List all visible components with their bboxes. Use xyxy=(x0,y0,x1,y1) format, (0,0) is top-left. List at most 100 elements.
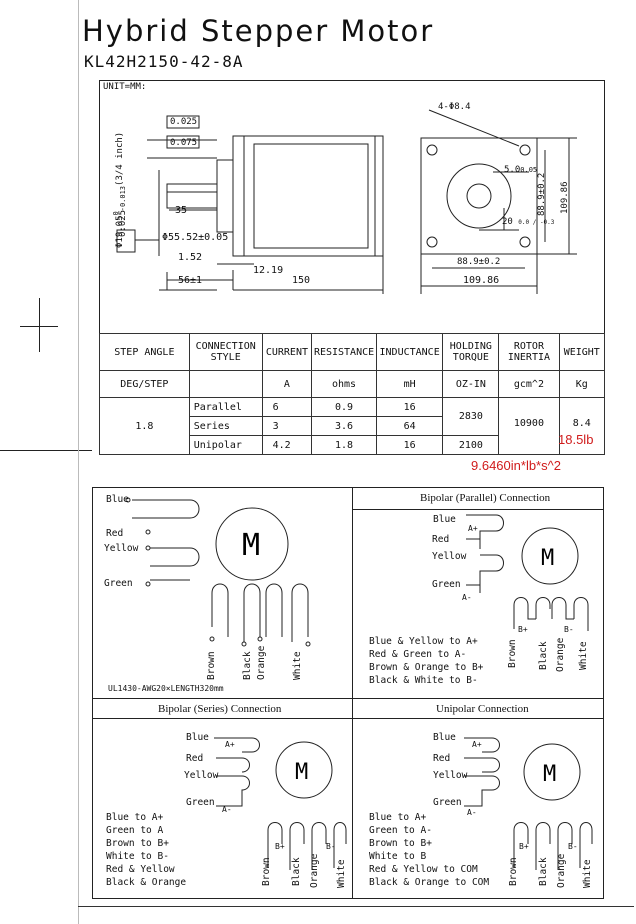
unipolar-note-4: White to B xyxy=(369,851,427,862)
parallel-wire-orange: Orange xyxy=(555,637,566,672)
series-phase-b-minus: B- xyxy=(326,842,336,851)
motor-circle xyxy=(275,741,333,799)
series-wiring-diagram: M xyxy=(214,737,347,870)
dim-tol-2: 0.075 xyxy=(170,138,198,148)
dim-56: 56±1 xyxy=(178,275,203,286)
unipolar-phase-b-plus: B+ xyxy=(519,842,529,851)
series-wire-white: White xyxy=(336,859,347,888)
main-wire-yellow: Yellow xyxy=(104,543,139,554)
wiring-frame xyxy=(92,487,604,899)
resistance-series: 3.6 xyxy=(311,416,377,436)
weight-pounds: 18.5lb xyxy=(558,432,594,447)
dim-20-value: 20 xyxy=(502,217,513,227)
unipolar-wire-black: Black xyxy=(538,857,549,886)
series-note-6: Black & Orange xyxy=(106,877,187,888)
series-note-2: Green to A xyxy=(106,825,164,836)
caption-unipolar: Unipolar Connection xyxy=(436,703,529,715)
wiring-divider-vertical xyxy=(352,487,353,899)
dim-10986-vertical: 109.86 xyxy=(560,181,570,214)
motor-circle xyxy=(521,527,579,585)
dim-shaft-note: (3/4 inch) xyxy=(115,131,125,186)
style-unipolar: Unipolar xyxy=(188,435,263,455)
main-wire-orange: Orange xyxy=(256,645,267,680)
series-phase-a-minus: A- xyxy=(222,805,232,814)
inductance-series: 64 xyxy=(375,416,444,436)
parallel-wire-brown: Brown xyxy=(507,639,518,668)
dim-flat-value: 5.0 xyxy=(504,165,521,175)
series-wire-green: Green xyxy=(186,797,215,808)
mounting-hole xyxy=(426,236,438,248)
caption-parallel: Bipolar (Parallel) Connection xyxy=(420,492,551,504)
unipolar-wire-red: Red xyxy=(433,753,451,764)
dim-20: 20 0.0 / -0.3 xyxy=(502,217,554,227)
style-parallel: Parallel xyxy=(188,397,263,417)
th-step-angle: STEP ANGLE xyxy=(99,333,190,371)
dim-shaft-tol-bot: -0.013 xyxy=(118,185,127,212)
unit-inductance: mH xyxy=(375,370,444,398)
page-border-left xyxy=(78,0,79,924)
unipolar-wire-yellow: Yellow xyxy=(433,770,468,781)
crosshair-mark-vertical xyxy=(39,298,40,352)
unipolar-wire-orange: Orange xyxy=(556,853,567,888)
dim-150: 150 xyxy=(292,275,311,286)
unipolar-note-1: Blue to A+ xyxy=(369,812,427,823)
unipolar-wiring-diagram: M xyxy=(464,737,593,870)
unit-resistance: ohms xyxy=(311,370,377,398)
main-wire-brown: Brown xyxy=(206,651,217,680)
motor-letter: M xyxy=(295,760,308,785)
main-wiring-diagram: M xyxy=(125,497,311,647)
th-weight: WEIGHT xyxy=(558,333,606,371)
dim-hole: 4-Φ8.4 xyxy=(438,102,471,112)
torque-unipolar: 2100 xyxy=(442,435,500,455)
motor-circle xyxy=(215,507,289,581)
unipolar-phase-b-minus: B- xyxy=(568,842,578,851)
unit-step-angle: DEG/STEP xyxy=(99,370,190,398)
unipolar-phase-a-minus: A- xyxy=(467,808,477,817)
th-current: CURRENT xyxy=(261,333,313,371)
unipolar-wire-green: Green xyxy=(433,797,462,808)
unit-rotor-inertia: gcm^2 xyxy=(498,370,560,398)
dimension-drawing xyxy=(116,109,577,294)
main-wire-blue: Blue xyxy=(106,494,129,505)
parallel-wire-red: Red xyxy=(432,534,450,545)
motor-body-front xyxy=(420,137,538,255)
motor-letter: M xyxy=(242,528,260,563)
margin-line xyxy=(0,450,92,451)
dim-flat-tol: 0.05 xyxy=(520,166,538,174)
pilot-circle xyxy=(446,163,512,229)
dim-889-vertical: 88.9±0.2 xyxy=(537,172,547,216)
shaft xyxy=(166,183,218,209)
spec-table: STEP ANGLE CONNECTION STYLE CURRENT RESI… xyxy=(99,333,606,455)
series-note-3: Brown to B+ xyxy=(106,838,169,849)
main-wire-red: Red xyxy=(106,528,124,539)
th-inductance: INDUCTANCE xyxy=(375,333,444,371)
unipolar-wire-blue: Blue xyxy=(433,732,456,743)
current-parallel: 6 xyxy=(261,397,313,417)
parallel-note-3: Brown & Orange to B+ xyxy=(369,662,484,673)
cable-spec: UL1430-AWG20×LENGTH320mm xyxy=(108,684,224,693)
inductance-unipolar: 16 xyxy=(375,435,444,455)
resistance-unipolar: 1.8 xyxy=(311,435,377,455)
current-series: 3 xyxy=(261,416,313,436)
motor-circle xyxy=(523,743,581,801)
series-phase-a-plus: A+ xyxy=(225,740,235,749)
unipolar-wire-white: White xyxy=(582,859,593,888)
dim-1219: 12.19 xyxy=(253,265,284,276)
unipolar-note-2: Green to A- xyxy=(369,825,432,836)
unipolar-phase-a-plus: A+ xyxy=(472,740,482,749)
page-border-bottom xyxy=(78,906,634,907)
parallel-wire-black: Black xyxy=(538,641,549,670)
series-wire-brown: Brown xyxy=(261,857,272,886)
dim-889-horizontal: 88.9±0.2 xyxy=(457,257,501,267)
page-title: Hybrid Stepper Motor xyxy=(82,14,435,48)
series-wire-black: Black xyxy=(291,857,302,886)
current-unipolar: 4.2 xyxy=(261,435,313,455)
series-note-4: White to B- xyxy=(106,851,169,862)
dim-35: 35 xyxy=(175,205,188,216)
th-rotor-inertia: ROTOR INERTIA xyxy=(498,333,560,371)
caption-divider-series xyxy=(92,718,604,719)
resistance-parallel: 0.9 xyxy=(311,397,377,417)
unipolar-note-6: Black & Orange to COM xyxy=(369,877,490,888)
motor-letter: M xyxy=(543,762,556,787)
series-note-5: Red & Yellow xyxy=(106,864,175,875)
